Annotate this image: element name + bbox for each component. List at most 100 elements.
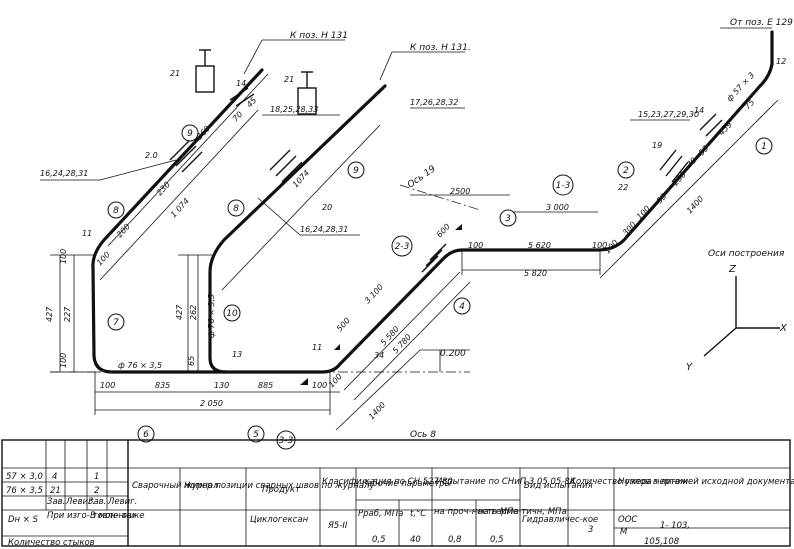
dim-600: 600 <box>435 222 452 239</box>
circle-7-text: 7 <box>113 318 119 328</box>
dimension-lines <box>40 27 779 441</box>
leader-r1-tail <box>99 159 177 181</box>
pipe-spec-c: ф 57 × 3 <box>725 71 756 104</box>
valve-a <box>195 65 215 93</box>
dim-5820: 5 820 <box>524 269 547 278</box>
circle-3-text: 3 <box>505 214 511 224</box>
circle-2-3-text: 2-3 <box>395 242 410 252</box>
circle-9a-text: 9 <box>187 129 193 139</box>
num-14a: 14 <box>236 79 246 88</box>
num-22: 22 <box>618 183 628 192</box>
weld-ref-4: 15,23,27,29,30 <box>638 110 699 119</box>
pipe-left-leg <box>91 68 302 374</box>
val-doc1: ООС <box>618 515 637 525</box>
leader-k131b-tail <box>379 51 393 81</box>
circle-6 <box>137 425 155 443</box>
leader-r5-tail <box>257 197 301 236</box>
flange-group-d <box>229 87 255 107</box>
num-34: 34 <box>374 351 384 360</box>
circle-1-text: 1 <box>761 142 767 152</box>
axis-19-label: Ось 19 <box>406 164 438 191</box>
hdr-lev2: Левиг. <box>107 497 137 507</box>
row2-a: 21 <box>50 486 61 496</box>
dim-500: 500 <box>335 316 352 333</box>
axis-19-line <box>399 184 481 211</box>
row1-size: 57 × 3,0 <box>6 472 43 482</box>
dim-100e: 100 <box>312 381 327 390</box>
dim-3000: 3 000 <box>546 203 569 212</box>
circle-9a <box>181 124 199 142</box>
dim-45: 45 <box>245 96 259 110</box>
hdr-params: Рабочие параметры <box>362 479 452 489</box>
dim-100d: 100 <box>100 381 115 390</box>
dim-1400a-line <box>335 349 421 431</box>
circle-1 <box>755 137 773 155</box>
num-2-0: 2.0 <box>145 151 158 160</box>
dim-885: 885 <box>258 381 273 390</box>
hdr-journal: Сварочный журнал <box>132 481 219 491</box>
circle-9b <box>347 161 365 179</box>
circle-2 <box>617 161 635 179</box>
val-klass: Я5-II <box>327 521 348 531</box>
dim-130: 130 <box>214 381 229 390</box>
dim-100b: 100 <box>59 249 68 264</box>
circle-1-3-text: 1-3 <box>556 181 571 191</box>
dim-5620: 5 620 <box>528 241 551 250</box>
hdr-product: Продукт <box>262 485 301 495</box>
hdr-nomer-cher: Номера чертежей исходной документации <box>618 477 794 487</box>
dim-diag-right <box>599 99 779 279</box>
callout-k131b: К поз. Н 131. <box>410 43 471 53</box>
circle-3-3-text: 3-3 <box>279 436 294 446</box>
circle-markers <box>107 124 773 450</box>
flange-group-b <box>269 149 303 183</box>
callout-k131a: К поз. Н 131 <box>290 31 348 41</box>
fittings <box>169 49 723 385</box>
axis-y-line <box>703 327 737 357</box>
dim-1400b: 1400 <box>685 194 705 215</box>
elev-label: 0.200 <box>440 349 466 359</box>
dim-835: 835 <box>155 381 170 390</box>
val-germ: 0,5 <box>490 535 504 545</box>
leader-k131a-tail <box>243 39 263 75</box>
circle-9b-text: 9 <box>353 166 359 176</box>
pipe-inner-leg <box>208 84 387 374</box>
dim-diag-inner <box>221 124 381 291</box>
dim-diag-5580 <box>343 271 461 391</box>
circle-10 <box>223 304 241 322</box>
hatch-23 <box>421 243 447 273</box>
dim-300: 300 <box>621 220 638 237</box>
support-mark-3 <box>334 344 340 350</box>
num-21b: 21 <box>284 75 294 84</box>
circle-8b <box>227 199 245 217</box>
dim-65: 65 <box>187 356 196 366</box>
hdr-germ: на герме-тичн, МПа <box>478 507 567 517</box>
support-mark-2 <box>455 224 462 230</box>
val-doc2: М <box>620 527 628 537</box>
circle-4 <box>453 297 471 315</box>
dim-1400a: 1400 <box>367 400 387 421</box>
circle-labels: 9 9 8 8 7 10 6 5 3-3 2-3 4 3 1-3 2 1 <box>113 129 767 446</box>
hdr-zav2: Зав. <box>88 497 106 507</box>
hdr-lev: Левиг. <box>65 497 95 507</box>
row1-a: 4 <box>52 472 57 482</box>
val-product: Циклогексан <box>250 515 309 525</box>
circle-5 <box>247 425 265 443</box>
hdr-proch: на проч-ность МПа <box>434 507 519 517</box>
pipe-route <box>91 30 774 374</box>
dim-2050: 2 050 <box>200 399 223 408</box>
weld-refs: 16,24,28,31 18,25,28,33 17,26,28,32 15,2… <box>40 98 699 234</box>
hdr-klass: Класифи-кация по СН 527-80 <box>322 477 453 487</box>
hdr-zav: Зав. <box>47 497 65 507</box>
flange-group-e <box>699 113 723 137</box>
dim-100j: 100 <box>635 204 652 221</box>
pipe-spec-a: ф 76 × 3,5 <box>207 294 216 338</box>
dim-1074a: 1 074 <box>169 196 191 219</box>
axis-y-label: Y <box>686 362 693 373</box>
dim-75: 75 <box>743 98 757 112</box>
support-mark <box>300 378 308 385</box>
num-14b: 14 <box>694 106 704 115</box>
dim-100g: 100 <box>468 241 483 250</box>
circle-1-3 <box>552 174 574 196</box>
dim-100h: 100 <box>592 241 607 250</box>
